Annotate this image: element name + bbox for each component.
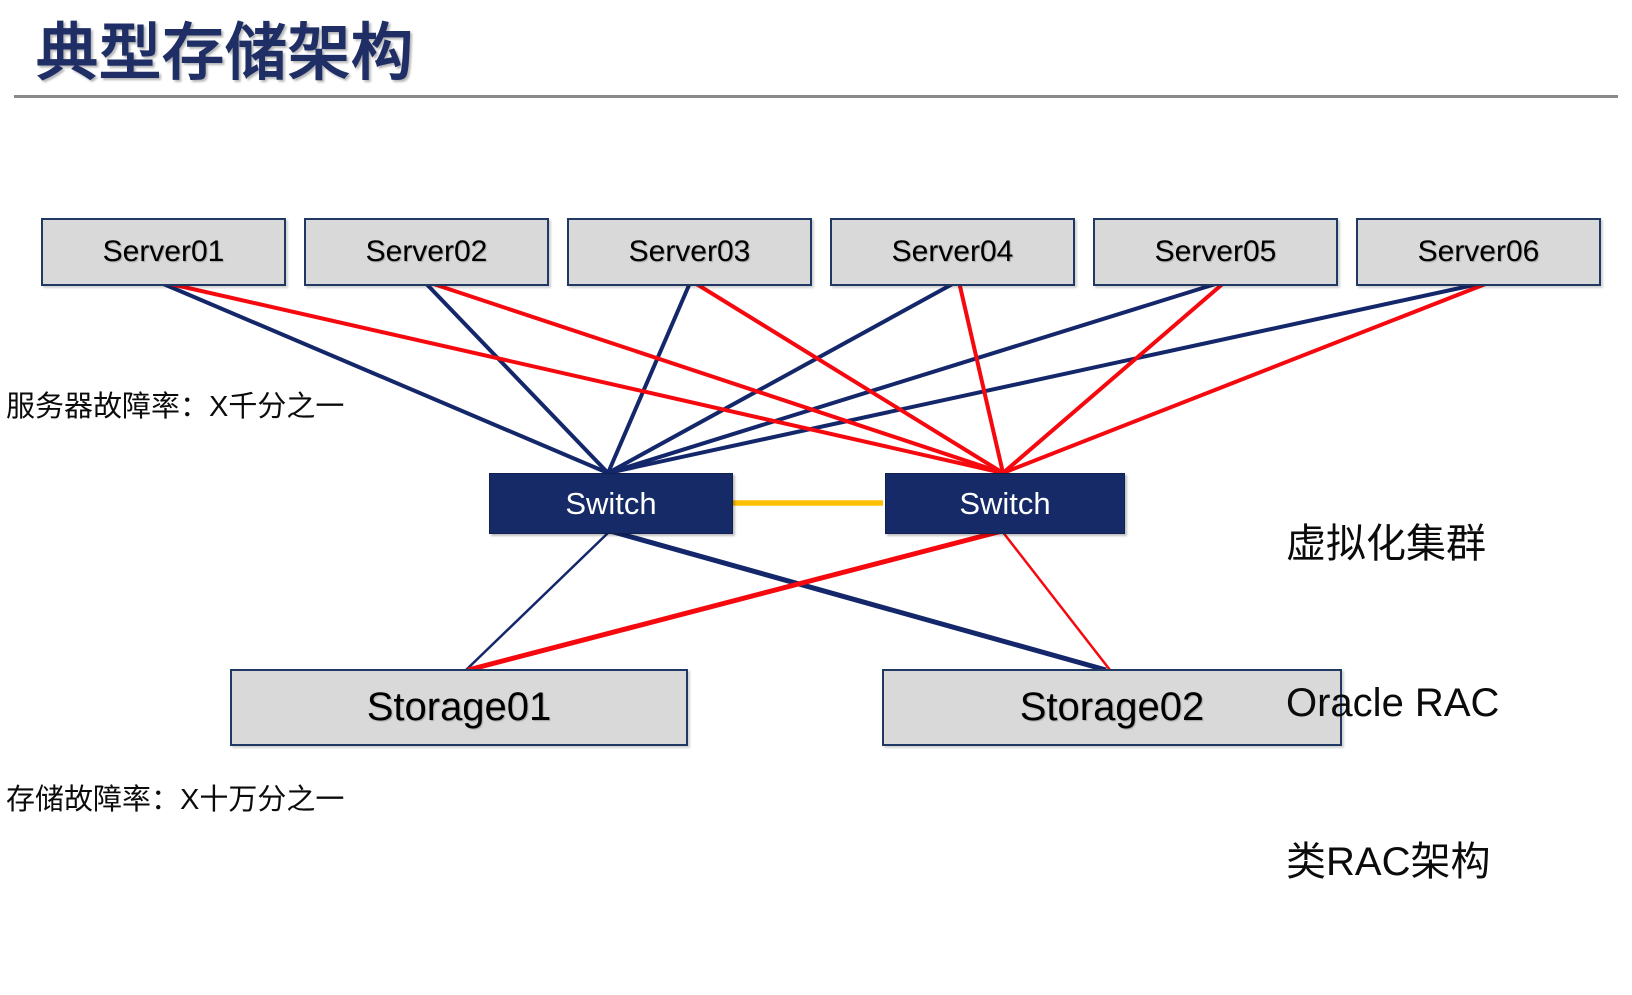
link-server03-switch-right	[695, 282, 1005, 475]
link-server01-switch-left	[162, 282, 609, 475]
server01-node: Server01	[41, 218, 286, 286]
cluster-note-line3: 类RAC架构	[1286, 840, 1491, 884]
storage-failure-rate-note: 存储故障率：X十万分之一	[6, 784, 345, 816]
switch-right-label: Switch	[959, 485, 1051, 521]
server06-label: Server06	[1417, 235, 1540, 268]
link-switch-right-storage01	[467, 528, 1003, 673]
slide-canvas: 典型存储架构 Server01 Server02 Server03 Server…	[6, 19, 1618, 884]
link-server03-switch-left	[606, 283, 692, 474]
switch-left-label: Switch	[565, 485, 657, 521]
server-failure-rate-note: 服务器故障率：X千分之一	[6, 391, 345, 423]
server06-node: Server06	[1356, 218, 1601, 286]
server04-label: Server04	[891, 235, 1014, 268]
storage02-node: Storage02	[882, 669, 1342, 746]
server02-label: Server02	[365, 235, 488, 268]
link-server05-switch-left	[607, 282, 1217, 475]
server01-label: Server01	[102, 235, 225, 268]
switch-left-node: Switch	[489, 473, 733, 534]
cluster-note: 虚拟化集群 Oracle RAC 类RAC架构	[1286, 412, 1499, 995]
server03-node: Server03	[567, 218, 812, 286]
cluster-note-line2: Oracle RAC	[1286, 681, 1500, 725]
link-server06-switch-left	[607, 282, 1479, 475]
server04-node: Server04	[830, 218, 1075, 286]
connection-lines	[162, 282, 1487, 673]
link-switch-right-storage02	[1001, 530, 1111, 671]
server05-label: Server05	[1154, 235, 1277, 268]
link-server04-switch-right	[957, 283, 1005, 474]
cluster-note-line1: 虚拟化集群	[1286, 522, 1486, 566]
link-server02-switch-right	[432, 282, 1004, 475]
server05-node: Server05	[1093, 218, 1338, 286]
storage01-node: Storage01	[230, 669, 688, 746]
slide-title: 典型存储架构	[36, 19, 415, 88]
link-server02-switch-left	[425, 282, 610, 475]
link-server05-switch-right	[1001, 282, 1224, 475]
server-row: Server01 Server02 Server03 Server04 Serv…	[41, 218, 1601, 286]
switch-right-node: Switch	[885, 473, 1125, 534]
link-server04-switch-left	[607, 282, 954, 475]
link-switch-left-storage01	[465, 530, 611, 671]
link-server01-switch-right	[170, 282, 1004, 475]
link-switch-left-storage02	[609, 528, 1107, 673]
storage01-label: Storage01	[366, 685, 552, 729]
link-server06-switch-right	[1002, 282, 1487, 475]
server02-node: Server02	[304, 218, 549, 286]
server03-label: Server03	[628, 235, 751, 268]
storage02-label: Storage02	[1019, 685, 1205, 729]
title-divider	[14, 95, 1618, 98]
